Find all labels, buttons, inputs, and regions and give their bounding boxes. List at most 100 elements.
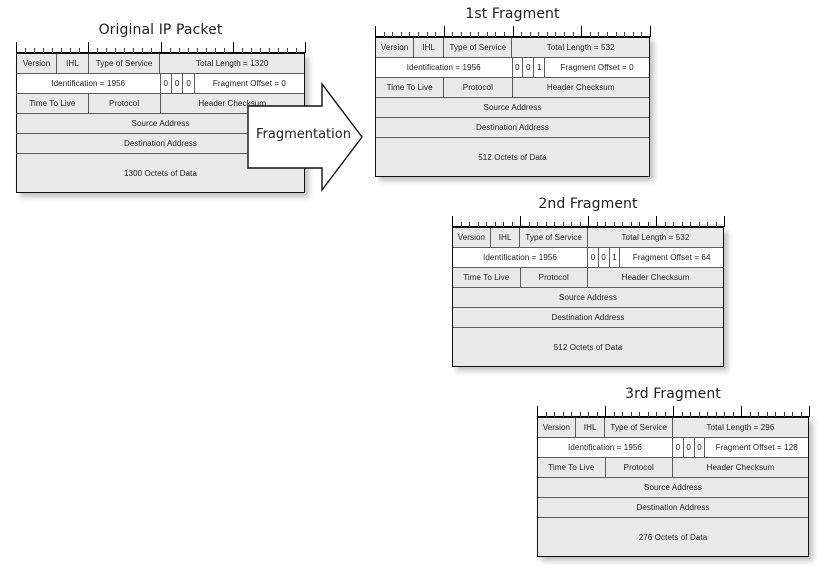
packet-field-cell: Protocol bbox=[444, 78, 513, 97]
bit-ruler-tick-minor bbox=[632, 32, 634, 37]
bit-ruler-tick-minor bbox=[486, 222, 487, 227]
packet-field-cell: Source Address bbox=[559, 293, 617, 302]
bit-ruler-tick-minor bbox=[545, 222, 547, 227]
bit-ruler-tick-major bbox=[443, 26, 445, 37]
bit-ruler-tick-minor bbox=[43, 48, 45, 53]
bit-ruler-tick-minor bbox=[681, 222, 683, 227]
bit-ruler-tick-minor bbox=[511, 222, 513, 227]
bit-ruler-tick-minor bbox=[562, 412, 564, 417]
bit-ruler-tick-minor bbox=[564, 32, 566, 37]
bit-ruler-tick-minor bbox=[596, 412, 598, 417]
bit-ruler-tick-minor bbox=[142, 48, 144, 53]
packet-field-cell: Version bbox=[453, 228, 491, 247]
bit-ruler-tick-minor bbox=[639, 412, 640, 417]
packet-field-row: 512 Octets of Data bbox=[376, 138, 649, 176]
packet-field-cell: IHL bbox=[414, 38, 445, 57]
bit-ruler-tick-minor bbox=[124, 48, 126, 53]
bit-ruler-tick-minor bbox=[656, 412, 657, 417]
bit-ruler-tick-minor bbox=[486, 32, 488, 37]
packet-field-cell: Protocol bbox=[606, 458, 673, 477]
bit-ruler-tick-major bbox=[809, 406, 810, 417]
packet-field-cell: Destination Address bbox=[123, 139, 198, 148]
packet-field-cell: Header Checksum bbox=[198, 99, 267, 108]
bit-ruler-tick-minor bbox=[647, 412, 649, 417]
packet-field-cell: Identification = 1956 bbox=[376, 58, 513, 77]
packet-field-cell: 276 Octets of Data bbox=[638, 532, 708, 542]
packet-field-cell: Identification = 1956 bbox=[453, 248, 588, 267]
bit-ruler-tick-minor bbox=[115, 48, 117, 53]
packet-field-cell: IHL bbox=[576, 418, 606, 437]
bit-ruler bbox=[16, 41, 306, 53]
bit-ruler-tick-minor bbox=[673, 222, 674, 227]
packet-field-row: Source Address bbox=[453, 288, 723, 308]
bit-ruler-tick-minor bbox=[571, 222, 572, 227]
bit-ruler-tick-minor bbox=[690, 222, 691, 227]
packet-field-cell: Protocol bbox=[89, 94, 161, 113]
bit-ruler-tick-minor bbox=[169, 48, 171, 53]
packet-field-cell: Destination Address bbox=[475, 123, 550, 132]
fragmentation-arrow-shape bbox=[247, 82, 363, 192]
packet-field-cell: Fragment Offset = 64 bbox=[632, 253, 711, 262]
bit-ruler-tick-minor bbox=[554, 412, 555, 417]
packet-field-cell: IHL bbox=[57, 54, 89, 73]
packet-field-cell: Header Checksum bbox=[546, 83, 615, 92]
bit-ruler-tick-minor bbox=[460, 222, 462, 227]
packet-field-cell: Type of Service bbox=[605, 418, 673, 437]
bit-ruler-tick-minor bbox=[555, 32, 557, 37]
packet-field-row: Destination Address bbox=[538, 498, 808, 518]
bit-ruler-tick-minor bbox=[792, 412, 793, 417]
bit-ruler-tick-minor bbox=[732, 412, 734, 417]
packet-field-cell: Destination Address bbox=[636, 503, 710, 512]
packet-title: 2nd Fragment bbox=[538, 196, 638, 212]
packet-field-cell: Header Checksum bbox=[706, 463, 775, 472]
fragmentation-arrow-label: Fragmentation bbox=[256, 127, 351, 142]
bit-ruler-tick-minor bbox=[392, 32, 394, 37]
packet-field-cell: Type of Service bbox=[89, 54, 161, 73]
bit-ruler-tick-minor bbox=[800, 412, 802, 417]
bit-ruler-tick-minor bbox=[783, 412, 785, 417]
bit-ruler-tick-minor bbox=[70, 48, 72, 53]
packet-field-cell: Time To Live bbox=[453, 268, 521, 287]
bit-ruler-tick-minor bbox=[572, 32, 574, 37]
packet-field-cell: Type of Service bbox=[520, 228, 588, 247]
bit-ruler-tick-minor bbox=[707, 412, 708, 417]
bit-ruler-tick-minor bbox=[521, 32, 523, 37]
bit-ruler-tick-minor bbox=[151, 48, 153, 53]
packet-field-cell: Identification = 1956 bbox=[538, 438, 673, 457]
packet-field-cell: 512 Octets of Data bbox=[553, 342, 623, 352]
bit-ruler-tick-minor bbox=[715, 222, 717, 227]
bit-ruler-tick-minor bbox=[681, 412, 683, 417]
packet-field-cell: Time To Live bbox=[376, 78, 445, 97]
bit-ruler-tick-minor bbox=[79, 48, 81, 53]
packet-field-cell: 0 bbox=[599, 248, 610, 267]
packet-field-row: Source Address bbox=[17, 114, 304, 134]
packet-field-row: Destination Address bbox=[376, 118, 649, 138]
packet-title: 3rd Fragment bbox=[625, 386, 721, 402]
packet-field-cell: 0 bbox=[523, 58, 535, 77]
bit-ruler-tick-minor bbox=[596, 222, 598, 227]
packet-field-cell: Source Address bbox=[644, 483, 702, 492]
bit-ruler-tick-minor bbox=[529, 32, 531, 37]
packet-field-cell: Source Address bbox=[131, 119, 190, 128]
packet-field-cell: 0 bbox=[695, 438, 706, 457]
bit-ruler-tick-minor bbox=[61, 48, 63, 53]
bit-ruler-tick-minor bbox=[25, 48, 27, 53]
bit-ruler-tick-minor bbox=[589, 32, 591, 37]
bit-ruler-tick-minor bbox=[715, 412, 717, 417]
packet-title: Original IP Packet bbox=[98, 22, 223, 38]
bit-ruler-tick-minor bbox=[295, 48, 297, 53]
packet-field-row: Source Address bbox=[538, 478, 808, 498]
bit-ruler-tick-minor bbox=[205, 48, 207, 53]
bit-ruler-tick-minor bbox=[545, 412, 547, 417]
bit-ruler-tick-minor bbox=[537, 222, 538, 227]
packet-field-row: Destination Address bbox=[17, 134, 304, 154]
